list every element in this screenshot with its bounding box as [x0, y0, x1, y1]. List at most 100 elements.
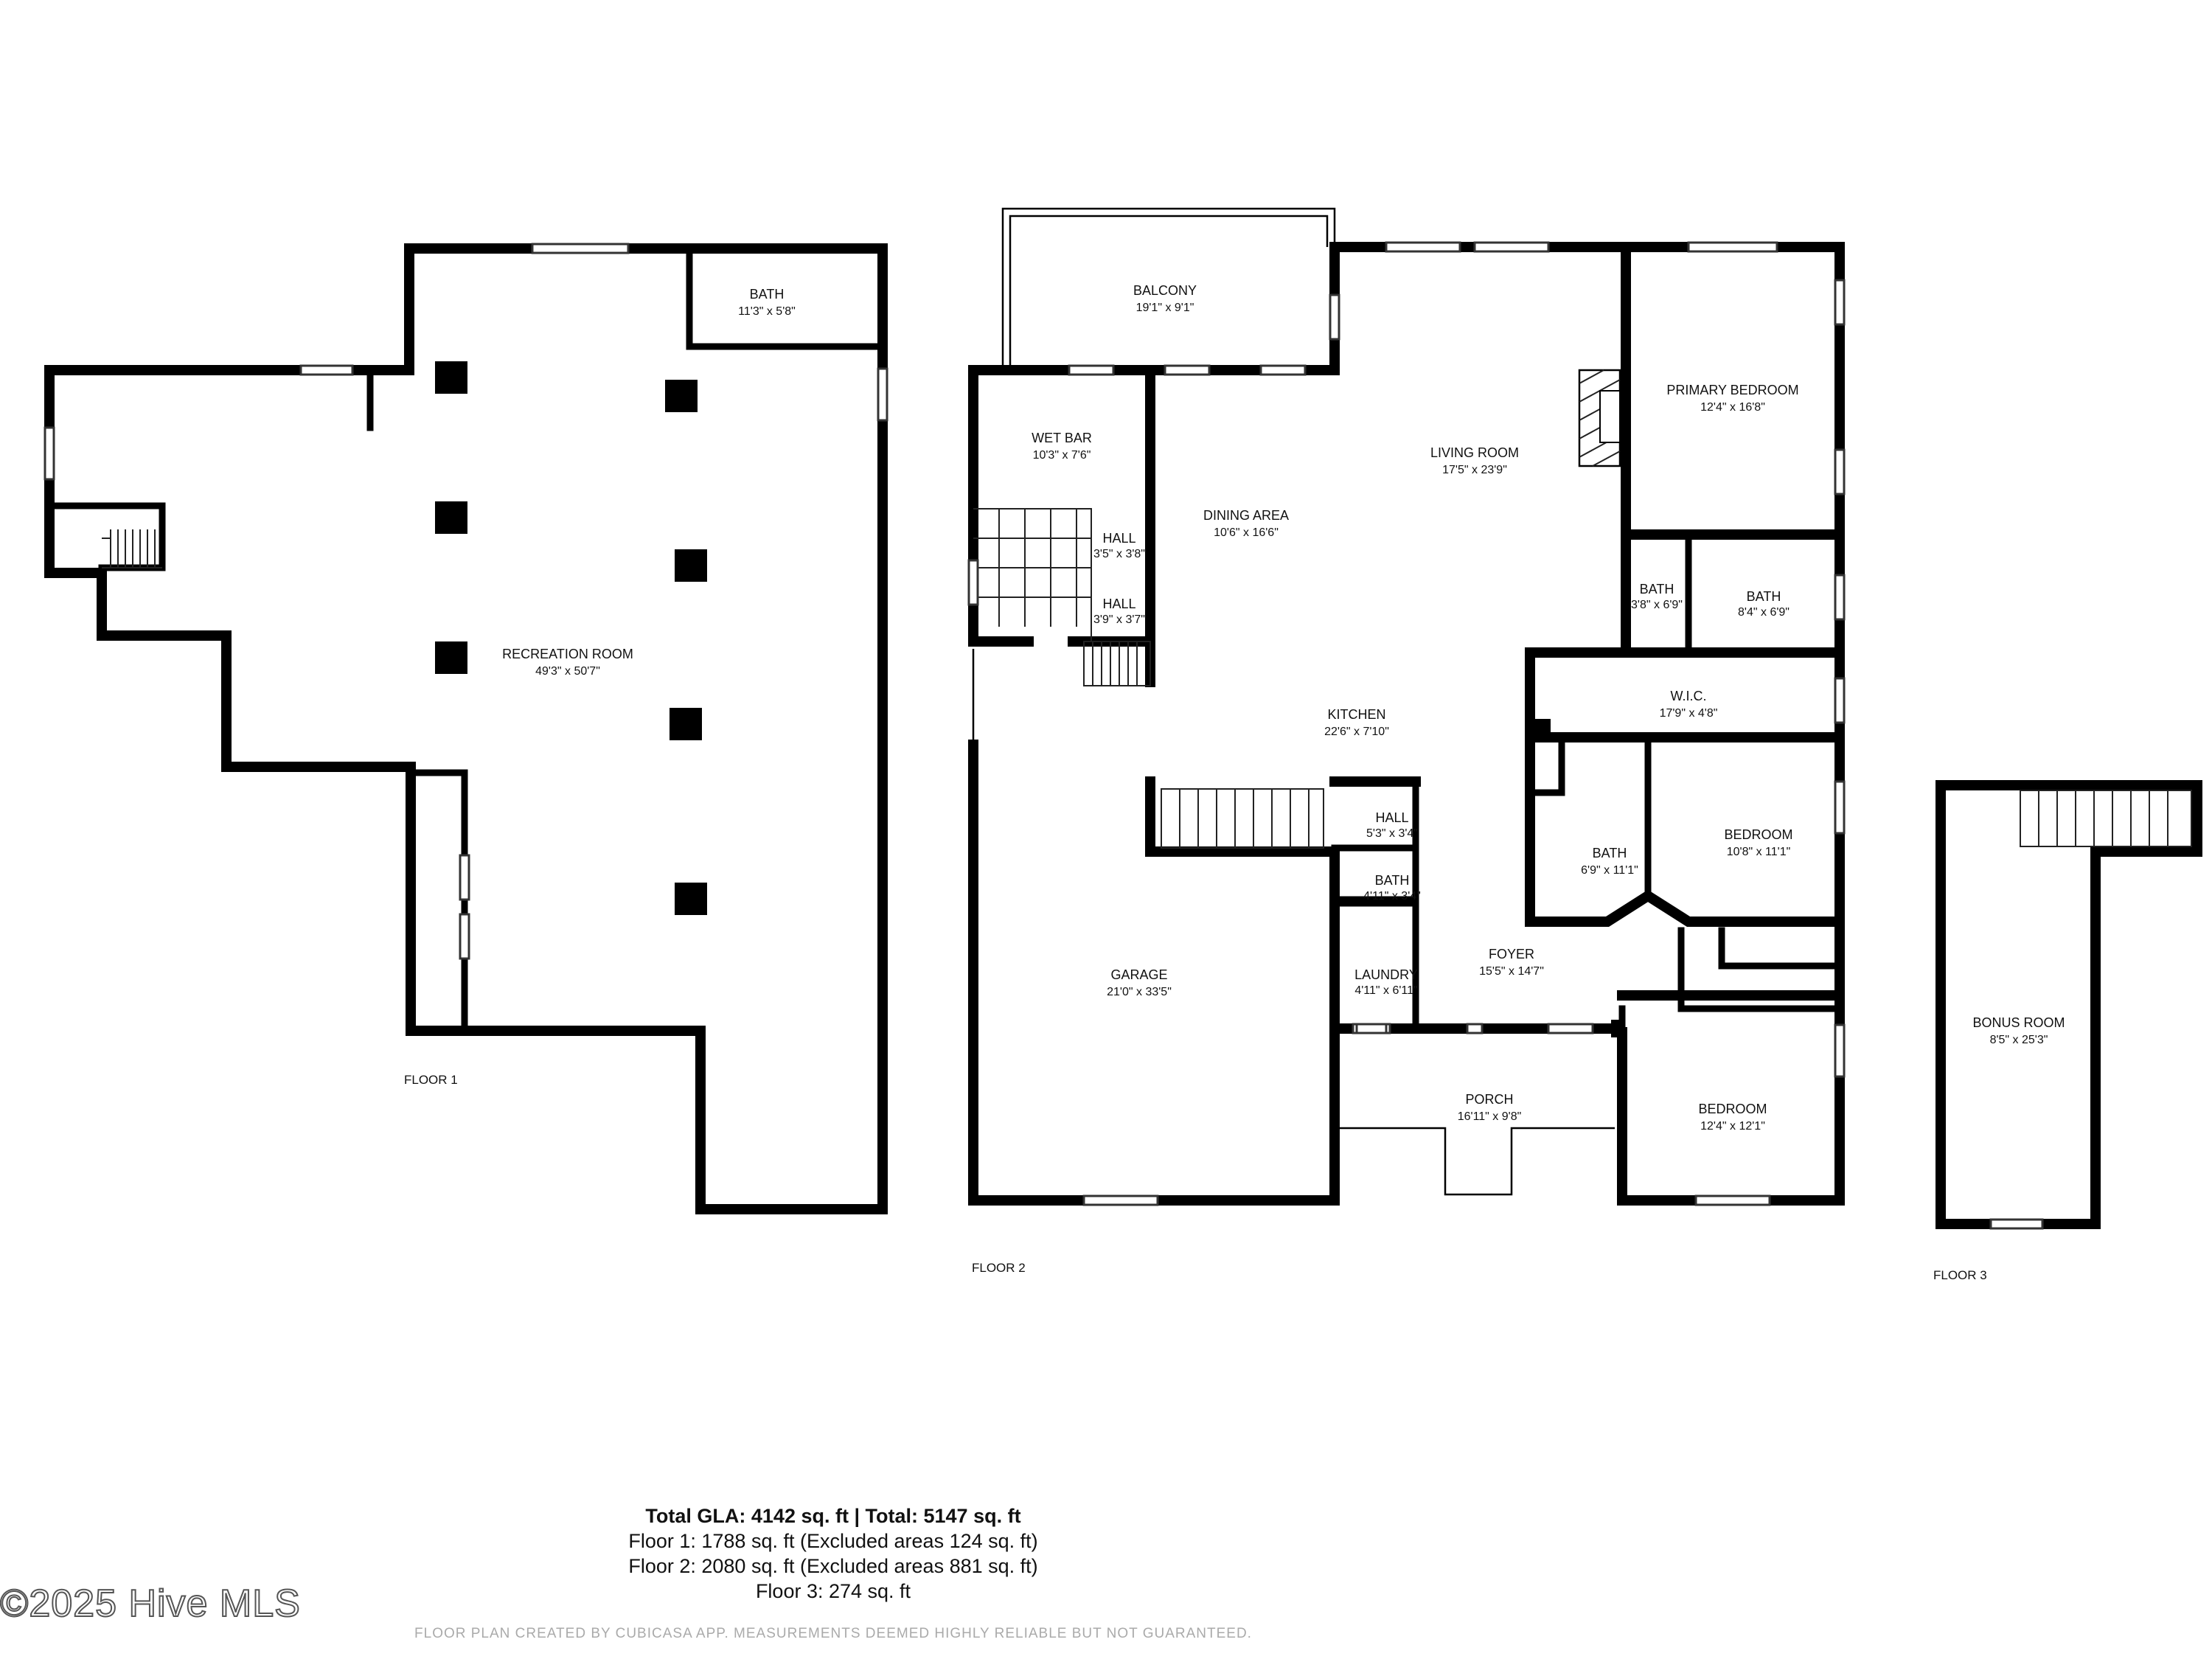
room-dim-foyer: 15'5" x 14'7" [1479, 965, 1544, 978]
room-dim-bedroom-2: 12'4" x 12'1" [1700, 1120, 1765, 1133]
room-name-bath-m: BATH [1593, 846, 1627, 860]
f1-bath-wall [686, 245, 886, 350]
area-summary-floor-3: Floor 3: 274 sq. ft [755, 1580, 911, 1602]
bath-vanity [1526, 734, 1565, 796]
room-dim-hall-c: 5'3" x 3'4" [1366, 827, 1418, 840]
laundry-wall [1331, 900, 1419, 1032]
room-name-hall-a: HALL [1102, 531, 1135, 546]
room-dim-bath-p1: 3'8" x 6'9" [1631, 599, 1683, 611]
room-name-bedroom-1: BEDROOM [1724, 827, 1792, 842]
f1-door-gap [459, 913, 470, 960]
room-dim-garage: 21'0" x 33'5" [1107, 986, 1172, 998]
room-name-garage: GARAGE [1110, 967, 1167, 982]
disclaimer: FLOOR PLAN CREATED BY CUBICASA APP. MEAS… [414, 1626, 1252, 1641]
f2-window [1259, 364, 1307, 376]
room-dim-wetbar: 10'3" x 7'6" [1033, 449, 1091, 462]
room-name-porch: PORCH [1465, 1092, 1513, 1107]
f2-window [1385, 241, 1461, 253]
room-dim-bath-m: 6'9" x 11'1" [1581, 864, 1638, 877]
area-summary-floor-1: Floor 1: 1788 sq. ft (Excluded areas 124… [628, 1530, 1038, 1552]
f2-stairs-main [1161, 788, 1324, 849]
f2-window [1082, 1194, 1159, 1206]
garage-house-wall [1145, 846, 1340, 1148]
room-dim-bonus: 8'5" x 25'3" [1990, 1034, 2048, 1046]
room-dim-recreation: 49'3" x 50'7" [535, 665, 600, 678]
f2-stairs-upper [973, 508, 1092, 641]
f2-window [1834, 677, 1846, 724]
f3-stairs [2020, 790, 2192, 847]
room-dim-bedroom-1: 10'8" x 11'1" [1727, 846, 1791, 858]
floor-3-plan: BONUS ROOM 8'5" x 25'3" FLOOR 3 [1933, 780, 2202, 1282]
f2-window [1687, 241, 1778, 253]
room-dim-laundry: 4'11" x 6'11" [1354, 984, 1417, 997]
f3-window [1989, 1218, 2044, 1230]
room-name-kitchen: KITCHEN [1327, 707, 1385, 722]
room-dim-f1-bath: 11'3" x 5'8" [738, 305, 796, 318]
floor-2-label: FLOOR 2 [972, 1261, 1026, 1275]
room-name-hall-b: HALL [1102, 597, 1135, 611]
f2-window [1473, 241, 1550, 253]
area-summary-total: Total GLA: 4142 sq. ft | Total: 5147 sq.… [645, 1505, 1021, 1527]
f2-window [967, 559, 979, 606]
room-dim-balcony: 19'1" x 9'1" [1136, 302, 1194, 314]
f1-door-gap [459, 854, 470, 901]
room-name-hall-c: HALL [1375, 810, 1408, 825]
room-name-bedroom-2: BEDROOM [1698, 1102, 1767, 1116]
f1-window [877, 367, 888, 422]
room-name-f1-bath: BATH [750, 287, 785, 302]
floor-1-plan: BATH 11'3" x 5'8" RECREATION ROOM 49'3" … [44, 243, 888, 1214]
small-bath-wall [1331, 844, 1419, 903]
front-door [1466, 1023, 1484, 1034]
room-name-bath-p2: BATH [1747, 589, 1781, 604]
f1-stair-wall [46, 502, 166, 571]
room-name-primary-bedroom: PRIMARY BEDROOM [1666, 383, 1798, 397]
f2-window [1068, 364, 1115, 376]
room-dim-bath-h: 4'11" x 3'4" [1363, 890, 1421, 902]
room-name-recreation: RECREATION ROOM [502, 647, 633, 661]
f2-window [1355, 1023, 1388, 1034]
room-name-bonus: BONUS ROOM [1972, 1015, 2065, 1030]
floor-2-plan: BALCONY 19'1" x 9'1" WET BAR 10'3" x 7'6… [967, 207, 1846, 1275]
room-dim-hall-a: 3'5" x 3'8" [1093, 548, 1145, 560]
room-dim-living: 17'5" x 23'9" [1442, 464, 1507, 476]
f2-window [1164, 364, 1211, 376]
f1-closet-wall [407, 769, 468, 1034]
floor-1-label: FLOOR 1 [404, 1073, 458, 1087]
f1-column [675, 883, 707, 915]
f2-window [1834, 780, 1846, 835]
f1-window [299, 364, 354, 376]
f1-stairs [102, 529, 162, 568]
fireplace [1578, 369, 1621, 467]
floor-3-label: FLOOR 3 [1933, 1268, 1987, 1282]
f1-column [669, 708, 702, 740]
room-dim-bath-p2: 8'4" x 6'9" [1738, 606, 1790, 619]
room-name-bath-h: BATH [1375, 873, 1410, 888]
f1-column [435, 361, 467, 394]
room-name-bath-p1: BATH [1640, 582, 1674, 597]
f2-window [1834, 279, 1846, 326]
f2-window [1694, 1194, 1771, 1206]
f1-column [665, 380, 698, 412]
balcony-railing [1001, 207, 1336, 367]
f1-column [675, 549, 707, 582]
room-name-wic: W.I.C. [1671, 689, 1707, 703]
room-name-wetbar: WET BAR [1032, 431, 1092, 445]
room-dim-primary-bedroom: 12'4" x 16'8" [1700, 401, 1765, 414]
room-name-foyer: FOYER [1489, 947, 1534, 961]
f1-column [435, 641, 467, 674]
f2-window [1834, 448, 1846, 495]
f2-column [1530, 719, 1551, 740]
f2-window [1329, 293, 1340, 341]
closet-wall [1718, 927, 1843, 970]
floor-3-outer-wall [1935, 780, 2202, 1229]
f1-window [531, 243, 630, 254]
room-dim-porch: 16'11" x 9'8" [1458, 1110, 1522, 1123]
f2-window [1834, 574, 1846, 621]
room-dim-dining: 10'6" x 16'6" [1214, 526, 1279, 539]
room-name-balcony: BALCONY [1133, 283, 1197, 298]
f2-stairs-lower [1083, 641, 1151, 686]
room-dim-kitchen: 22'6" x 7'10" [1324, 726, 1389, 738]
room-name-living: LIVING ROOM [1430, 445, 1519, 460]
room-dim-hall-b: 3'9" x 3'7" [1093, 613, 1145, 626]
